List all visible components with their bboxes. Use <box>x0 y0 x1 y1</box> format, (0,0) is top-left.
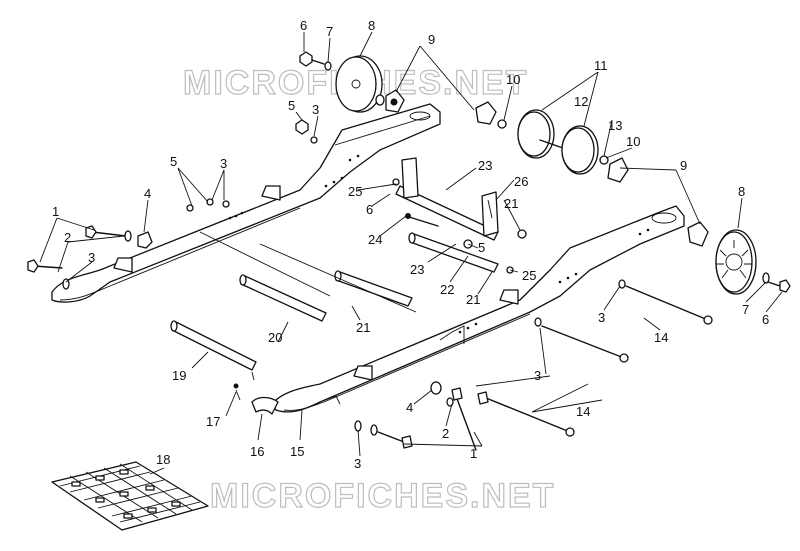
callout-3: 3 <box>220 156 227 171</box>
callout-23: 23 <box>410 262 424 277</box>
callout-2: 2 <box>442 426 449 441</box>
callout-25: 25 <box>348 184 362 199</box>
left-rail <box>51 103 441 303</box>
callout-1: 1 <box>470 446 477 461</box>
callout-8: 8 <box>738 184 745 199</box>
callout-6: 6 <box>300 18 307 33</box>
callout-15: 15 <box>290 444 304 459</box>
callout-3: 3 <box>88 250 95 265</box>
callout-19: 19 <box>172 368 186 383</box>
callout-6: 6 <box>762 312 769 327</box>
callout-10: 10 <box>506 72 520 87</box>
callout-12: 12 <box>574 94 588 109</box>
leader-lines <box>39 31 783 475</box>
callout-7: 7 <box>326 24 333 39</box>
watermark-bottom: MICROFICHES.NET <box>210 477 555 515</box>
callout-13: 13 <box>608 118 622 133</box>
callout-2: 2 <box>64 230 71 245</box>
callout-4: 4 <box>406 400 413 415</box>
callout-4: 4 <box>144 186 151 201</box>
callout-18: 18 <box>156 452 170 467</box>
callout-7: 7 <box>742 302 749 317</box>
top-left-wheel-assembly <box>295 51 405 144</box>
center-hardware <box>392 178 527 274</box>
callout-3: 3 <box>354 456 361 471</box>
track-section <box>51 461 209 531</box>
callout-20: 20 <box>268 330 282 345</box>
callout-3: 3 <box>534 368 541 383</box>
callout-3: 3 <box>312 102 319 117</box>
callout-14: 14 <box>576 404 590 419</box>
callout-1: 1 <box>52 204 59 219</box>
callout-5: 5 <box>170 154 177 169</box>
callout-8: 8 <box>368 18 375 33</box>
callout-26: 26 <box>514 174 528 189</box>
callout-22: 22 <box>440 282 454 297</box>
callout-6: 6 <box>366 202 373 217</box>
callout-5: 5 <box>478 240 485 255</box>
callout-numbers: 6 7 8 9 11 10 12 13 10 9 8 7 6 5 3 5 3 4… <box>52 18 769 471</box>
callout-25: 25 <box>522 268 536 283</box>
long-bolts <box>477 279 713 437</box>
callout-3: 3 <box>598 310 605 325</box>
callout-10: 10 <box>626 134 640 149</box>
cross-shafts <box>170 157 499 371</box>
left-hardware <box>27 198 230 290</box>
callout-21: 21 <box>466 292 480 307</box>
rear-hardware <box>233 381 477 451</box>
callout-21: 21 <box>356 320 370 335</box>
callout-16: 16 <box>250 444 264 459</box>
callout-14: 14 <box>654 330 668 345</box>
callout-24: 24 <box>368 232 382 247</box>
callout-21: 21 <box>504 196 518 211</box>
top-right-wheel-assembly <box>475 101 791 295</box>
callout-11: 11 <box>594 58 608 73</box>
callout-9: 9 <box>428 32 435 47</box>
callout-9: 9 <box>680 158 687 173</box>
callout-17: 17 <box>206 414 220 429</box>
right-rail <box>271 205 685 413</box>
callout-23: 23 <box>478 158 492 173</box>
callout-5: 5 <box>288 98 295 113</box>
